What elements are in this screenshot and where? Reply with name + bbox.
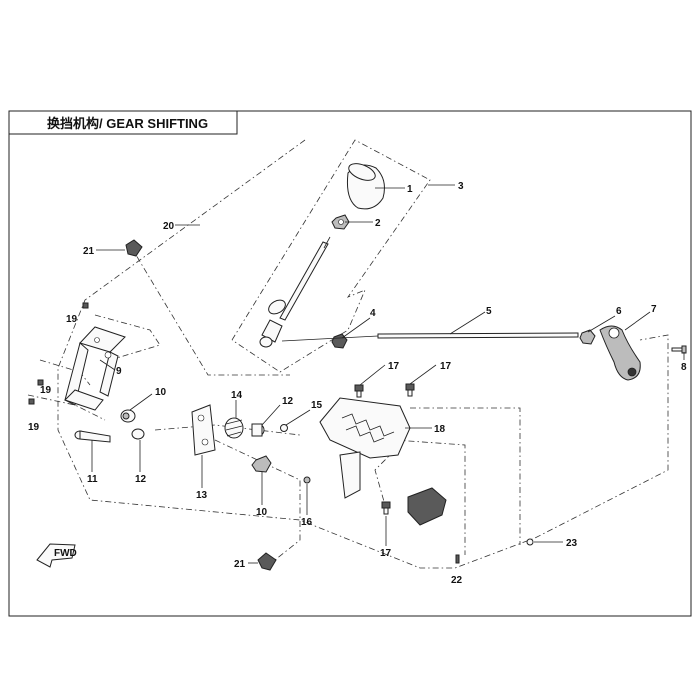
dash-link-b <box>94 314 161 361</box>
fwd-label: FWD <box>54 548 77 559</box>
callout-11: 11 <box>87 474 98 485</box>
callout-19-a: 19 <box>66 314 78 325</box>
fwd-arrow-icon: FWD <box>36 543 77 568</box>
callout-21-lower: 21 <box>234 559 246 570</box>
diagram-title: 换挡机构/ GEAR SHIFTING <box>47 116 208 131</box>
shift-gate-18 <box>319 397 411 499</box>
dash-link-i <box>374 449 396 506</box>
rod-nut-6 <box>579 329 596 345</box>
washer-15 <box>280 424 288 432</box>
callout-6: 6 <box>616 306 622 317</box>
callout-17-a: 17 <box>388 361 400 372</box>
callout-4: 4 <box>370 308 376 319</box>
dash-link-a <box>129 244 290 376</box>
washer-23 <box>526 538 534 546</box>
pin-22 <box>455 554 460 564</box>
assembly-boundary-20 <box>57 139 669 569</box>
dash-link-g <box>394 439 466 555</box>
bolt-8 <box>671 345 687 354</box>
callout-2: 2 <box>375 218 381 229</box>
callout-17-b: 17 <box>440 361 452 372</box>
callout-10-lower: 10 <box>256 507 268 518</box>
callout-19-b: 19 <box>40 385 52 396</box>
shift-arm-7 <box>599 325 641 381</box>
clip-21-upper <box>125 239 143 257</box>
callout-12-left: 12 <box>135 474 147 485</box>
bushing-12-right <box>251 423 265 437</box>
diagram-frame <box>8 110 692 617</box>
bushing-12-left <box>131 428 145 440</box>
bolt-17-c <box>381 501 391 515</box>
callout-7: 7 <box>651 304 657 315</box>
callout-9: 9 <box>116 366 122 377</box>
title-box <box>8 110 238 135</box>
bolt-11 <box>74 430 111 443</box>
callout-3: 3 <box>458 181 464 192</box>
callout-12-right: 12 <box>282 396 294 407</box>
callout-14: 14 <box>231 390 243 401</box>
callout-15: 15 <box>311 400 323 411</box>
knob-nut <box>331 214 350 230</box>
callout-1: 1 <box>407 184 413 195</box>
screw-19-c <box>28 398 35 405</box>
bracket-plate-13 <box>191 404 216 456</box>
shift-knob <box>347 163 385 210</box>
callout-10-upper: 10 <box>155 387 167 398</box>
callout-16: 16 <box>301 517 313 528</box>
shift-boot <box>407 487 447 526</box>
callout-13: 13 <box>196 490 208 501</box>
callout-20: 20 <box>163 221 175 232</box>
shift-lever-rod <box>259 236 331 348</box>
callout-5: 5 <box>486 306 492 317</box>
shift-lever-boundary-3 <box>231 139 431 373</box>
spring-14 <box>224 417 244 439</box>
clip-21-lower <box>257 552 277 571</box>
bolt-17-b <box>405 383 415 397</box>
callout-17-c: 17 <box>380 548 392 559</box>
callout-22: 22 <box>451 575 463 586</box>
nut-10-lower <box>251 455 272 473</box>
callout-21-upper: 21 <box>83 246 95 257</box>
callout-19-c: 19 <box>28 422 40 433</box>
screw-19-a <box>82 302 89 309</box>
bushing-10-upper <box>120 409 136 423</box>
shift-rod-5 <box>281 332 579 342</box>
callout-23: 23 <box>566 538 578 549</box>
bracket-9 <box>64 326 126 411</box>
dash-link-e <box>154 424 301 436</box>
callout-18: 18 <box>434 424 446 435</box>
screw-19-b <box>37 379 44 386</box>
washer-16 <box>303 476 311 484</box>
bolt-17-a <box>354 384 364 398</box>
dash-link-d <box>27 394 106 421</box>
dash-link-f <box>214 439 301 561</box>
dash-link-h <box>410 407 521 545</box>
callout-8: 8 <box>681 362 687 373</box>
